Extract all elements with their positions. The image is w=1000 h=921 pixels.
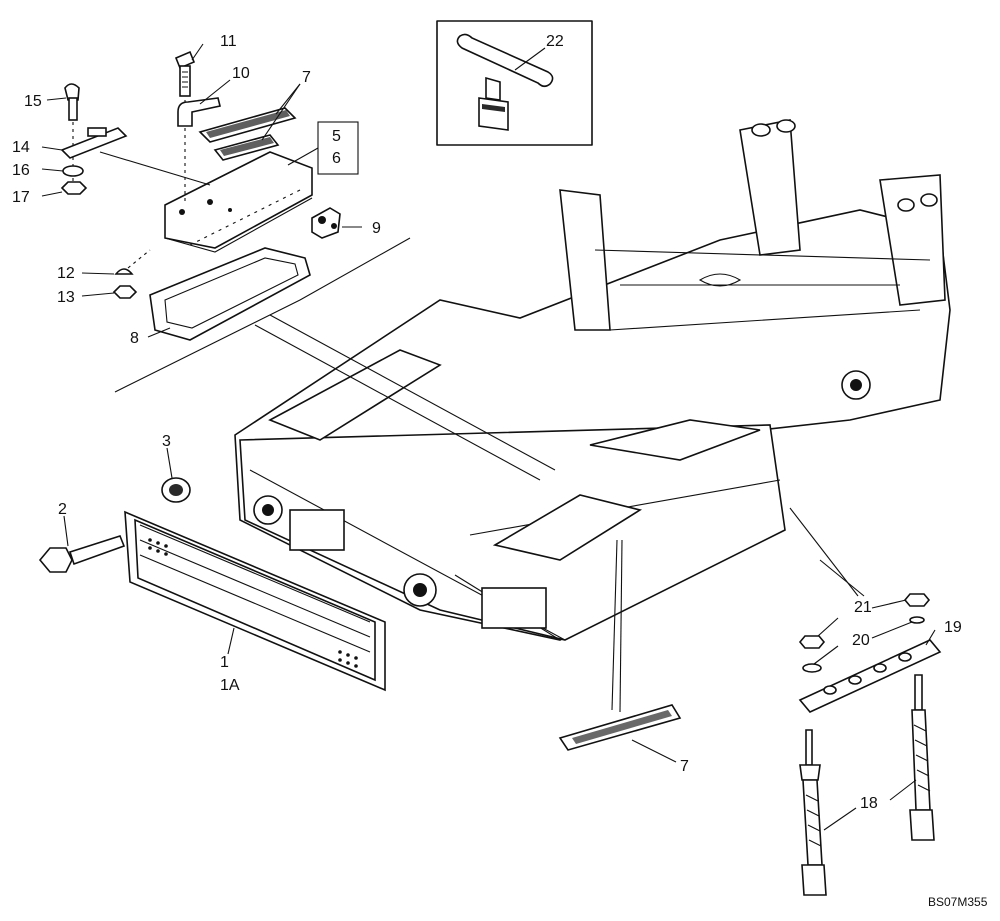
- callout-10: 10: [232, 65, 250, 82]
- seal-strip-pair: [198, 107, 297, 161]
- callout-7-top: 7: [302, 69, 311, 86]
- callout-11: 11: [220, 33, 237, 50]
- leader-frame-to-strip-a: [611, 539, 618, 711]
- callout-5: 5: [332, 128, 341, 145]
- hose-fitting-9: [311, 207, 341, 239]
- gasket-frame: [149, 247, 311, 341]
- inset-box-part-22: 22: [436, 20, 593, 146]
- callout-3: 3: [162, 433, 171, 450]
- isolator-bolt-18-left: [799, 729, 827, 896]
- callout-8: 8: [130, 330, 139, 347]
- callout-14: 14: [12, 139, 30, 156]
- main-chassis-frame: [234, 119, 951, 641]
- callout-6: 6: [332, 150, 341, 167]
- inset-frame: [436, 20, 593, 146]
- reference-code: BS07M355: [928, 895, 988, 909]
- grommet-3: [161, 477, 191, 503]
- hose-line-left: [114, 237, 411, 393]
- radiator-grille-assembly: [124, 510, 386, 692]
- callout-21: 21: [854, 599, 872, 616]
- access-cover-panel: [164, 151, 313, 253]
- callout-19: 19: [944, 619, 962, 636]
- mount-plate-19: [798, 639, 942, 713]
- fastener-stack-14-17: [60, 83, 211, 195]
- callout-1: 1: [220, 654, 229, 671]
- callout-15: 15: [24, 93, 42, 110]
- nut-21-right: [903, 593, 931, 624]
- t-handle-wrench-drawing: [456, 33, 554, 131]
- leader-22: [514, 47, 546, 71]
- isolator-bolt-18-right: [909, 674, 935, 841]
- callout-9: 9: [372, 220, 381, 237]
- callout-1a: 1A: [220, 677, 240, 694]
- leader-14-to-panel: [99, 151, 211, 186]
- seal-strip-bottom: [558, 704, 682, 751]
- nut-21-left: [798, 635, 826, 673]
- callout-13: 13: [57, 289, 75, 306]
- leader-5-6: [287, 147, 319, 166]
- callout-18: 18: [860, 795, 878, 812]
- nut-12-13: [112, 249, 151, 299]
- callout-16: 16: [12, 162, 30, 179]
- callout-12: 12: [57, 265, 75, 282]
- callout-17: 17: [12, 189, 30, 206]
- bolt-2: [38, 535, 126, 573]
- callout-7-bottom: 7: [680, 758, 689, 775]
- callout-2: 2: [58, 501, 67, 518]
- leader-lines: [41, 43, 936, 831]
- handle-10: [177, 97, 221, 127]
- bolt-11: [174, 50, 196, 205]
- hose-line-mid: [254, 314, 556, 481]
- callout-22: 22: [546, 33, 564, 50]
- leader-frame-to-strip-b: [619, 539, 623, 713]
- callout-20: 20: [852, 632, 870, 649]
- callout-labels: 11 10 7 15 14 16 17 5 6 9 12 13 8 3 2 1 …: [12, 33, 988, 909]
